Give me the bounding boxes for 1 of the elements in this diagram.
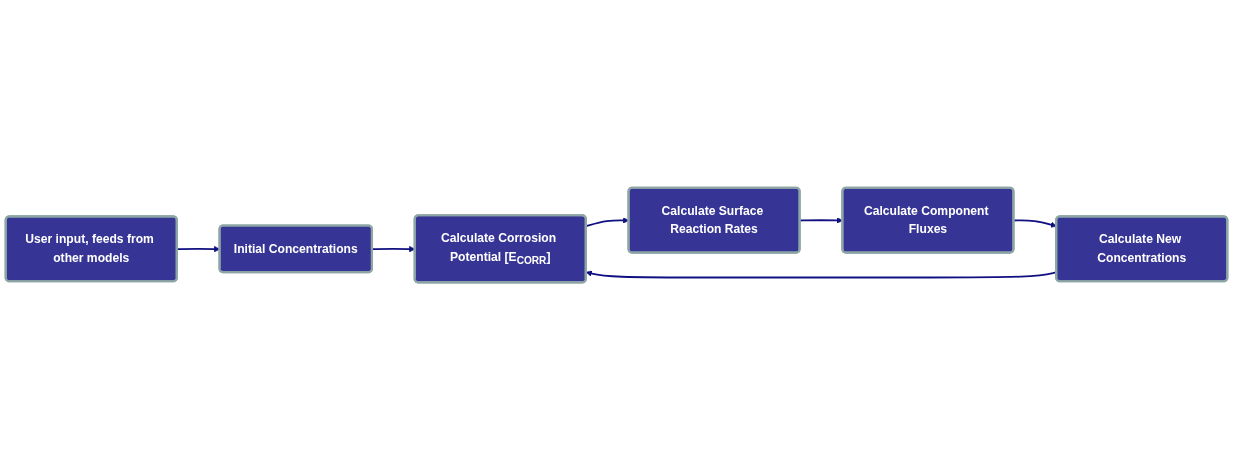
arrow xyxy=(799,217,843,224)
